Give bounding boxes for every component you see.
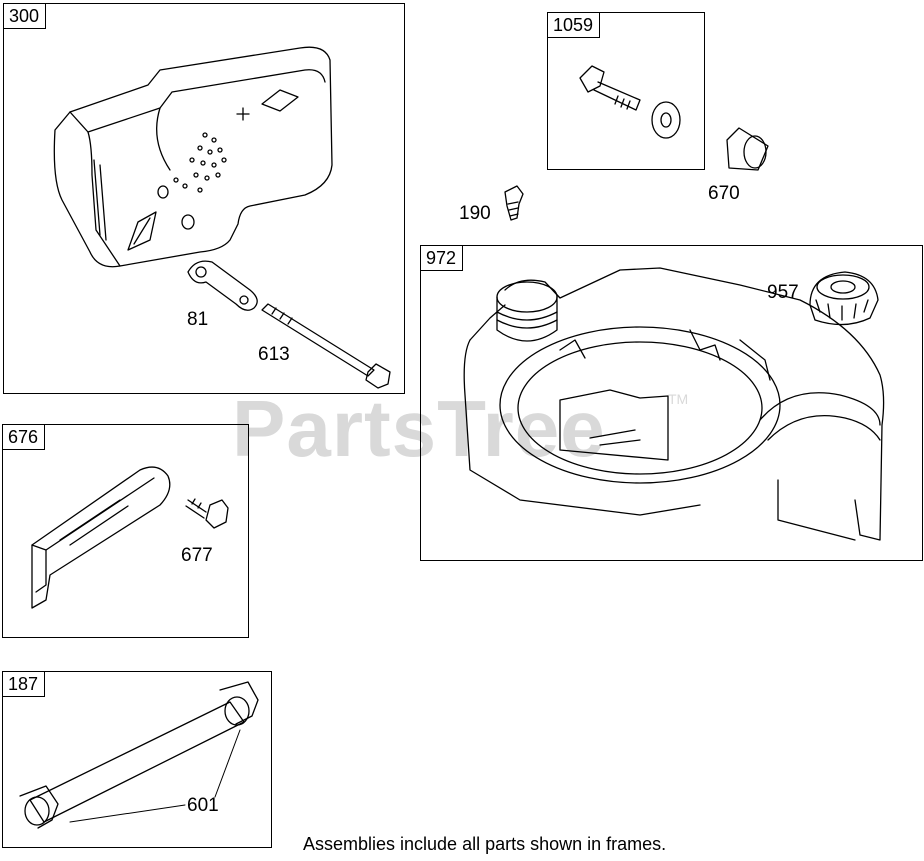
- callout-190: 190: [459, 203, 491, 224]
- fuel-line-drawing: [19, 681, 259, 829]
- watermark-text: PartsTree: [232, 384, 606, 473]
- guard-drawing: [31, 466, 229, 609]
- frame-300-muffler: 300: [3, 3, 405, 394]
- frame-187-fuel-line: 187: [2, 671, 272, 848]
- assemblies-note: Assemblies include all parts shown in fr…: [303, 834, 667, 854]
- spacer-670-drawing: [726, 127, 769, 171]
- frame-676-guard: 676: [2, 424, 249, 638]
- frame-972-label: 972: [420, 245, 464, 271]
- watermark-trademark: TM: [668, 391, 689, 407]
- bolt-kit-drawing: [579, 65, 681, 139]
- callout-81: 81: [187, 309, 209, 330]
- screw-190-drawing: [504, 185, 524, 221]
- callout-601: 601: [187, 795, 219, 816]
- frame-187-label: 187: [2, 671, 46, 697]
- fuel-tank-drawing: [463, 267, 885, 541]
- callout-670: 670: [708, 183, 740, 204]
- muffler-drawing: [53, 46, 391, 389]
- frame-1059-label: 1059: [547, 12, 601, 38]
- callout-677: 677: [181, 545, 213, 566]
- callout-613: 613: [258, 344, 290, 365]
- frame-1059-bolt-kit: 1059: [547, 12, 705, 170]
- frame-676-label: 676: [2, 424, 46, 450]
- frame-300-label: 300: [3, 3, 47, 29]
- frame-972-fuel-tank: 972: [420, 245, 923, 561]
- callout-957: 957: [767, 282, 799, 303]
